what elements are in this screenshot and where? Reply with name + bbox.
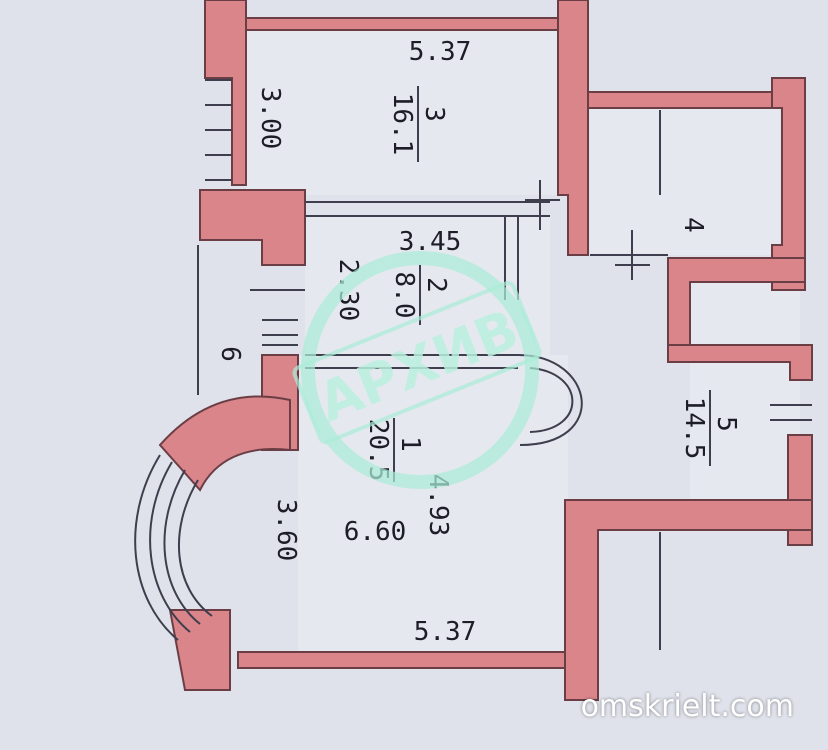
- room-number: 4: [678, 217, 708, 233]
- room-number: 6: [215, 346, 245, 362]
- room-6-label: 6: [215, 346, 245, 362]
- wall-bottom: [237, 651, 566, 669]
- walls: [158, 0, 813, 701]
- room-number: 3: [419, 106, 449, 122]
- room-3-label: 3 16.1: [387, 86, 449, 162]
- left-windows: [205, 79, 298, 346]
- room-area: 14.5: [679, 397, 709, 460]
- wall-bottom-left: [168, 609, 231, 691]
- room-5-label: 5 14.5: [679, 390, 741, 466]
- partitions: [197, 110, 668, 650]
- dim-room3-depth: 3.00: [255, 87, 285, 150]
- wall-room3-bottom-left: [199, 189, 306, 266]
- wall-right-outer: [771, 77, 806, 291]
- wall-arc-outer: [158, 395, 291, 492]
- door-markers: [250, 180, 812, 421]
- dim-room1-left: 3.60: [271, 499, 301, 562]
- room-area: 16.1: [387, 93, 417, 156]
- room-area: 8.0: [389, 272, 419, 319]
- wall-center-vertical: [557, 0, 589, 256]
- site-watermark: omskrielt.com: [580, 689, 794, 724]
- wall-top-right: [587, 91, 781, 109]
- wall-top: [204, 0, 561, 31]
- room-4-label: 4: [678, 217, 708, 233]
- room-number: 1: [395, 436, 425, 452]
- dim-room1-bottom: 5.37: [414, 617, 477, 647]
- dim-room1-mid: 6.60: [344, 517, 407, 547]
- dim-room3-width: 5.37: [409, 37, 472, 67]
- wall-left-upper: [204, 0, 247, 186]
- wall-room5-top: [667, 344, 813, 381]
- room-number: 2: [421, 277, 451, 293]
- bay-window: [134, 454, 213, 641]
- wall-room1-right: [564, 499, 813, 701]
- room-number: 5: [711, 416, 741, 432]
- room-2-label: 2 8.0: [389, 265, 451, 325]
